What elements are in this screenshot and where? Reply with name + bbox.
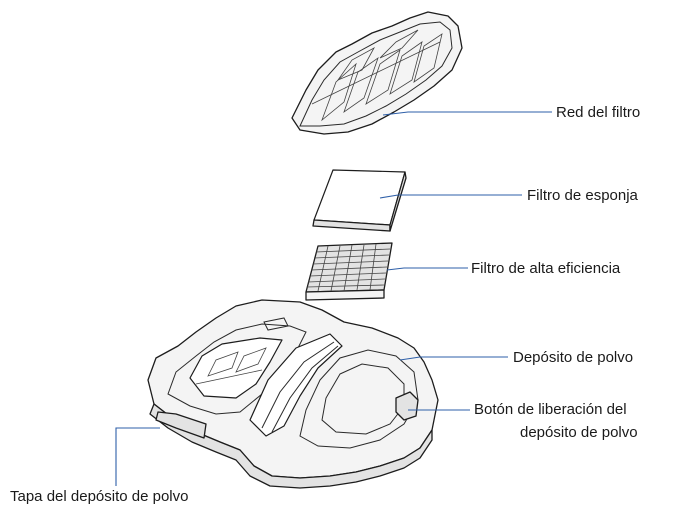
sponge-filter-leader (379, 194, 522, 199)
label-release-button-line2: depósito de polvo (520, 424, 638, 441)
label-dustbin: Depósito de polvo (513, 349, 634, 366)
hepa-filter-part (305, 242, 393, 301)
dustbin-cover-leader (115, 427, 160, 486)
filter-net-part (291, 11, 463, 135)
label-dustbin-cover: Tapa del depósito de polvo (10, 488, 189, 505)
filter-net-leader (382, 111, 552, 116)
dustbin-leader (399, 356, 508, 361)
dustbin-part (147, 299, 439, 489)
label-release-button-line1: Botón de liberación del (474, 401, 627, 418)
label-filter-net: Red del filtro (556, 104, 641, 121)
sponge-filter-part (312, 169, 407, 232)
label-hepa-filter: Filtro de alta eficiencia (471, 260, 621, 277)
label-sponge-filter: Filtro de esponja (527, 187, 638, 204)
hepa-filter-leader (386, 267, 468, 271)
